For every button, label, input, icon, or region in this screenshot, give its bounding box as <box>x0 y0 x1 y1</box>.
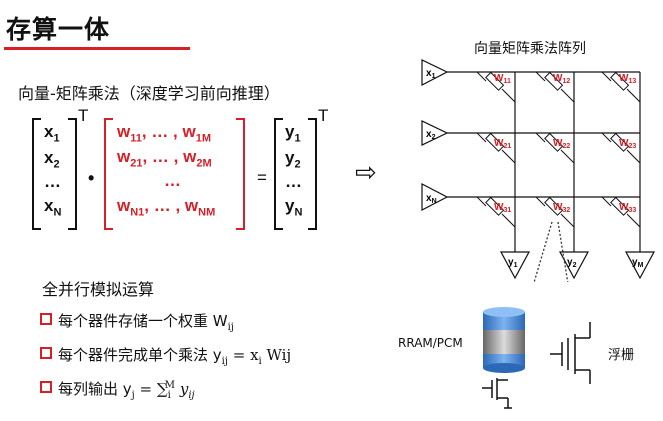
w-row: wN1, … , wNM <box>117 196 216 219</box>
w-row: w21, … , w2M <box>117 147 212 170</box>
output-sense-1 <box>499 251 531 280</box>
x-vector-right-bracket <box>68 118 77 230</box>
x-vector-left-bracket <box>32 118 41 230</box>
y-transpose-mark: T <box>318 106 329 125</box>
page-title: 存算一体 <box>6 15 111 44</box>
weight-label: W33 <box>619 202 636 214</box>
equals-sign: = <box>257 168 267 187</box>
y-entry: y1 <box>285 122 301 145</box>
weight-label: W23 <box>619 138 636 150</box>
weight-label: W21 <box>494 138 511 150</box>
title-underline <box>4 47 190 50</box>
bullet-square-icon <box>40 381 52 393</box>
resistor-w11 <box>476 71 516 103</box>
bullet-square-icon <box>40 313 52 325</box>
bullet-square-icon <box>40 347 52 359</box>
floating-gate-label: 浮栅 <box>608 348 635 363</box>
array-title: 向量矩阵乘法阵列 <box>474 41 586 57</box>
callout-arrow <box>557 221 569 282</box>
output-label-y2: y2 <box>567 257 577 269</box>
rram-pcm-label: RRAM/PCM <box>398 336 463 350</box>
bullet-item: 每个器件存储一个权重 Wij <box>40 310 234 333</box>
x-entry: … <box>44 172 61 191</box>
w-row: w11, … , w1M <box>117 122 212 145</box>
weight-label: W32 <box>553 202 570 214</box>
y-entry: yN <box>285 196 303 219</box>
output-sense-2 <box>558 251 590 280</box>
weight-label: W13 <box>619 73 636 85</box>
resistor-w31 <box>476 196 516 228</box>
resistor-w32 <box>535 196 575 228</box>
rram-cylinder-icon <box>483 307 525 373</box>
y-vector-left-bracket <box>274 118 283 230</box>
output-label-y1: y1 <box>508 257 518 269</box>
resistor-w33 <box>601 196 641 228</box>
bullet-item: 每个器件完成单个乘法 yij = xi Wij <box>40 344 291 367</box>
w-row: … <box>164 171 181 190</box>
y-entry: … <box>285 172 302 191</box>
x-entry: xN <box>44 196 62 219</box>
callout-arrow <box>533 221 553 282</box>
output-sense-3 <box>624 251 656 280</box>
weight-label: W11 <box>494 73 511 85</box>
x-entry: x1 <box>44 122 60 145</box>
dot-operator: • <box>88 168 95 188</box>
resistor-w12 <box>535 71 575 103</box>
resistor-w13 <box>601 71 641 103</box>
weight-label: W22 <box>553 138 570 150</box>
resistor-w22 <box>535 132 575 164</box>
resistor-w21 <box>476 132 516 164</box>
right-arrow-icon: ⇨ <box>355 158 377 188</box>
weight-label: W31 <box>494 202 511 214</box>
equation-caption: 向量-矩阵乘法（深度学习前向推理） <box>18 84 280 103</box>
bullet-item: 每列输出 yj = ∑iM yij <box>40 378 195 401</box>
transistor-icon <box>482 378 512 409</box>
analog-heading: 全并行模拟运算 <box>42 280 155 299</box>
input-driver-3 <box>421 183 449 211</box>
input-label-xN: xN <box>426 193 437 205</box>
x-transpose-mark: T <box>78 106 89 125</box>
y-entry: y2 <box>285 148 301 171</box>
weight-label: W12 <box>553 73 570 85</box>
input-driver-1 <box>421 59 449 86</box>
w-matrix-left-bracket <box>104 118 113 230</box>
floating-gate-transistor-icon <box>550 322 591 384</box>
input-driver-2 <box>421 120 449 146</box>
resistor-w23 <box>601 132 641 164</box>
x-entry: x2 <box>44 148 60 171</box>
w-matrix-right-bracket <box>236 118 245 230</box>
output-label-yM: yM <box>632 257 644 269</box>
input-label-x1: x1 <box>426 68 436 80</box>
y-vector-right-bracket <box>308 118 317 230</box>
input-label-x2: x2 <box>426 129 436 141</box>
crossbar-array-diagram: x1 x2 xN W11 W12 W13 W21 W22 W23 W31 W32… <box>421 59 656 282</box>
